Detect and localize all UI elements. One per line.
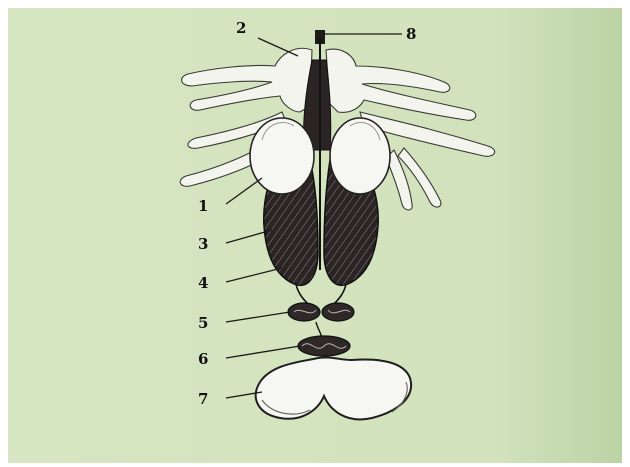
label-8: 8: [406, 25, 416, 43]
label-5: 5: [198, 314, 208, 332]
label-3: 3: [198, 235, 208, 253]
label-2: 2: [236, 19, 246, 37]
label-7: 7: [198, 390, 208, 408]
vesicle-left: [288, 303, 320, 321]
oval-body-right: [330, 118, 390, 194]
bilobed-sac: [256, 357, 411, 419]
label-4: 4: [198, 274, 208, 292]
label-6: 6: [198, 350, 208, 368]
label-1: 1: [198, 197, 208, 215]
oval-body-left: [250, 118, 314, 194]
